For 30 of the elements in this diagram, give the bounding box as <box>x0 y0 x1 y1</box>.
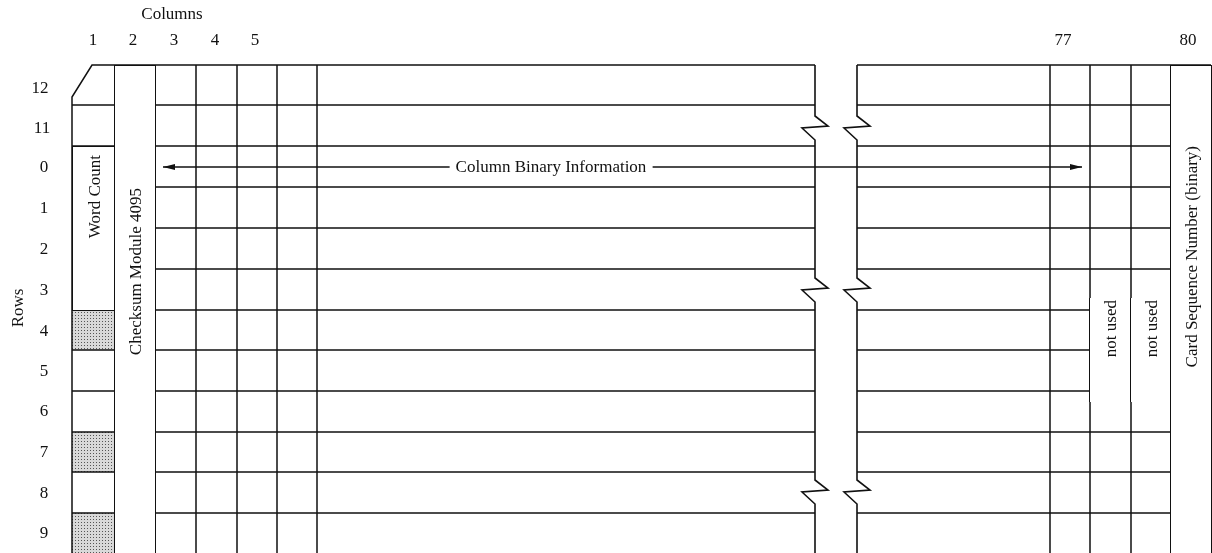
row-number: 6 <box>39 401 49 421</box>
row-number: 3 <box>39 280 49 300</box>
column-number: 77 <box>1054 30 1072 50</box>
field-label: Word Count <box>85 155 103 239</box>
row-number: 1 <box>39 198 49 218</box>
column-number: 3 <box>169 30 179 50</box>
row-number: 9 <box>39 523 49 543</box>
row-number: 2 <box>39 239 49 259</box>
field-label: not used <box>1142 300 1160 358</box>
row-number: 8 <box>39 483 49 503</box>
field-label: not used <box>1102 300 1119 358</box>
sequence-column <box>1170 65 1212 553</box>
axis-title: Columns <box>141 4 203 24</box>
row-number: 4 <box>39 321 49 341</box>
column-number: 4 <box>210 30 220 50</box>
field-label: Card Sequence Number (binary) <box>1182 146 1200 368</box>
row-number: 12 <box>31 78 49 98</box>
span-label: Column Binary Information <box>449 157 653 177</box>
row-number: 5 <box>39 361 49 381</box>
column-number: 5 <box>250 30 260 50</box>
field-label: Checksum Module 4095 <box>126 188 144 356</box>
row-number: 7 <box>39 442 49 462</box>
row-number: 11 <box>33 118 51 138</box>
column-number: 1 <box>88 30 98 50</box>
row-number: 0 <box>39 157 49 177</box>
word-count-field <box>72 146 116 311</box>
checksum-column <box>114 65 156 553</box>
column-number: 80 <box>1179 30 1197 50</box>
column-number: 2 <box>128 30 138 50</box>
axis-title: Rows <box>8 288 28 328</box>
